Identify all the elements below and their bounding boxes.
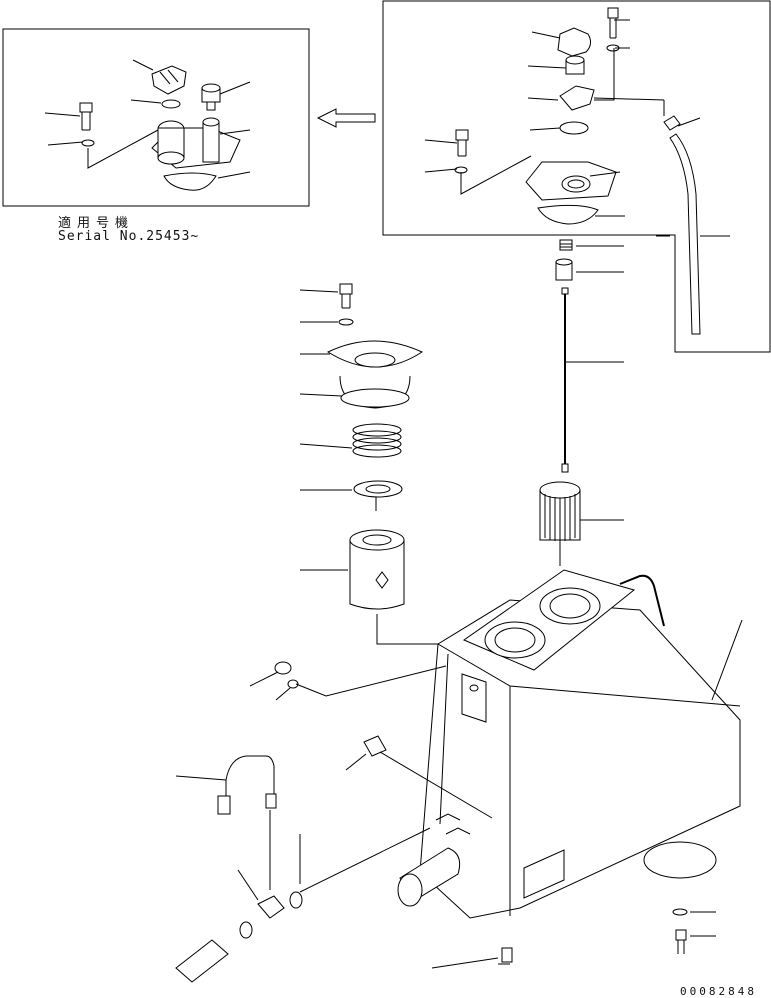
part-cap-element bbox=[559, 85, 595, 111]
sensor-assembly bbox=[175, 661, 716, 983]
part-bolt-left bbox=[79, 102, 93, 113]
inset-serial-variant bbox=[2, 28, 310, 207]
part-gasket-left bbox=[163, 172, 217, 191]
part-oring-left bbox=[161, 99, 181, 109]
part-cap-right bbox=[557, 27, 592, 57]
drawing-number: 00082848 bbox=[680, 985, 757, 998]
filter-stack-right bbox=[539, 239, 624, 566]
part-sensor-probe bbox=[175, 939, 229, 983]
tank-port-plate bbox=[523, 849, 565, 899]
arrow-left-icon bbox=[316, 108, 376, 128]
inset-frame-left bbox=[2, 28, 310, 207]
part-plug bbox=[363, 735, 387, 757]
part-spring-main bbox=[352, 423, 402, 458]
serial-note-number: Serial No.25453~ bbox=[58, 229, 200, 244]
inset-top-right bbox=[382, 0, 771, 353]
part-spring-small bbox=[559, 239, 573, 251]
serial-note-japanese: 適用号機 bbox=[58, 216, 135, 231]
part-dipstick-tube bbox=[669, 133, 701, 335]
part-filter-element-main bbox=[349, 539, 405, 610]
inset-frame-right bbox=[382, 0, 771, 353]
part-sensor-body bbox=[257, 895, 285, 919]
part-cap-left bbox=[151, 65, 187, 95]
hydraulic-tank bbox=[397, 569, 743, 965]
part-harness bbox=[225, 755, 275, 890]
filter-stack-left bbox=[299, 283, 508, 665]
part-gasket-main bbox=[340, 388, 410, 408]
part-valve-main bbox=[353, 480, 403, 498]
tank-sight-gauge bbox=[461, 673, 487, 723]
part-washer-left bbox=[81, 139, 95, 147]
tank-handle bbox=[619, 574, 665, 627]
part-bolt-top bbox=[607, 7, 619, 19]
part-gasket-right bbox=[537, 204, 599, 225]
